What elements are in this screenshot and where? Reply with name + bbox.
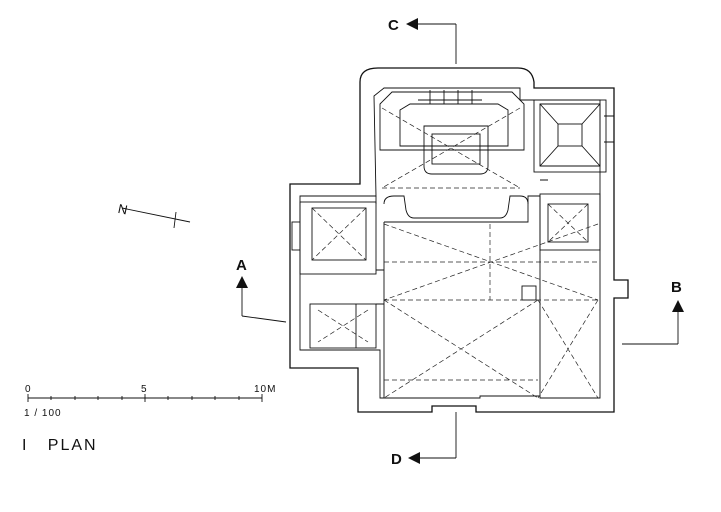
section-c-arrow — [406, 18, 418, 30]
scale-tick-0: 0 — [25, 384, 32, 395]
section-a-arrow — [236, 276, 248, 288]
nave-wall — [383, 195, 541, 398]
pyramid-edges — [539, 103, 601, 167]
apse-niche — [399, 103, 509, 147]
left-chapel-inner — [311, 207, 367, 261]
section-a-line — [241, 315, 287, 323]
altar-inner — [431, 133, 481, 165]
pyramid-top — [557, 123, 583, 147]
section-label-d: D — [391, 451, 402, 468]
north-arrow-line — [121, 207, 191, 223]
nave-vault-upper — [383, 223, 599, 301]
section-d-arrow — [408, 452, 420, 464]
section-label-c: C — [388, 17, 399, 34]
nave-vault-lower — [383, 299, 599, 399]
north-label: N — [117, 201, 129, 218]
screen-wall — [383, 195, 529, 219]
left-chapel — [299, 201, 377, 275]
lower-left-room — [309, 303, 377, 349]
scale-tick-5: 5 — [141, 384, 148, 395]
inner-wall-outline — [299, 87, 601, 399]
scale-tick-10m: 10M — [254, 384, 276, 395]
right-chapel-vault — [547, 203, 589, 243]
scale-bar-ticks — [27, 394, 263, 402]
upper-right-chamber — [533, 99, 607, 173]
section-b-arrow — [672, 300, 684, 312]
section-label-a: A — [236, 257, 247, 274]
pyramid-outer — [539, 103, 601, 167]
central-pier — [521, 285, 537, 301]
apse-wall — [379, 91, 525, 151]
plan-title: I PLAN — [22, 437, 98, 454]
lower-left-room-vault — [317, 309, 369, 343]
left-chapel-door — [291, 221, 301, 251]
north-arrow-tick — [173, 211, 177, 229]
outer-wall-outline — [289, 67, 629, 413]
section-label-b: B — [671, 279, 682, 296]
right-chapel-inner — [547, 203, 589, 243]
apse-vault — [381, 107, 521, 189]
left-chapel-vault — [311, 207, 367, 261]
door-jambs — [375, 115, 614, 305]
altar — [423, 125, 489, 175]
scale-ratio: 1 / 100 — [24, 408, 62, 419]
